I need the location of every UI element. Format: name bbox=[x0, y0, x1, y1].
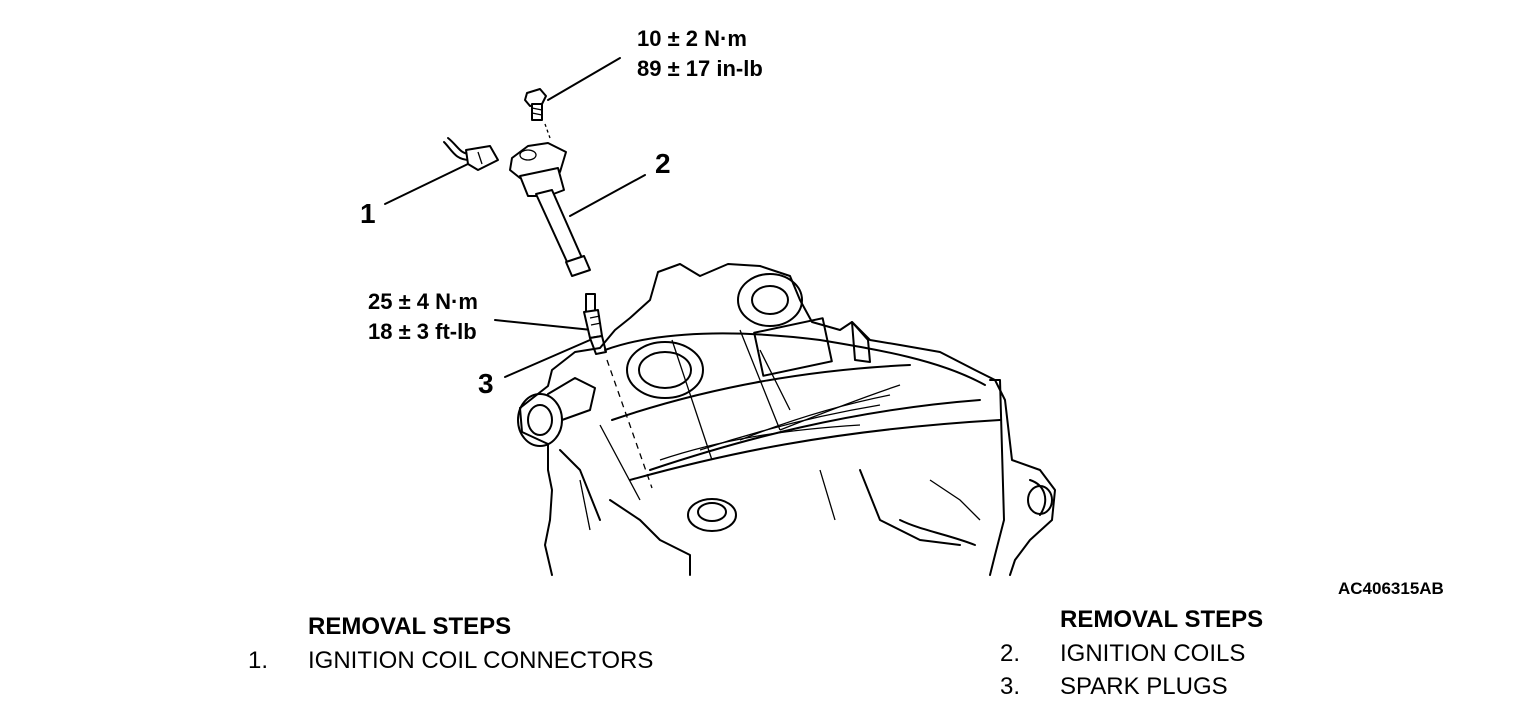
engine-block bbox=[517, 263, 1056, 576]
callout-2: 2 bbox=[655, 148, 671, 179]
figure-id: AC406315AB bbox=[1338, 579, 1444, 598]
torque-bolt-imperial: 89 ± 17 in-lb bbox=[637, 56, 763, 81]
engine-diagram bbox=[384, 57, 1056, 576]
coil-connector bbox=[443, 137, 499, 171]
removal-steps-heading: REMOVAL STEPS bbox=[308, 613, 512, 640]
removal-steps-heading: REMOVAL STEPS bbox=[1060, 606, 1264, 633]
step-number: 3. bbox=[1000, 673, 1021, 700]
torque-spark-plug-imperial: 18 ± 3 ft-lb bbox=[368, 319, 477, 344]
removal-step-item: 3. SPARK PLUGS bbox=[1000, 670, 1263, 703]
removal-step-item: 1. IGNITION COIL CONNECTORS bbox=[248, 644, 653, 677]
torque-spark-plug-metric: 25 ± 4 N·m bbox=[368, 289, 478, 314]
ignition-coil bbox=[509, 142, 591, 277]
removal-steps-left: REMOVAL STEPS 1. IGNITION COIL CONNECTORS bbox=[248, 610, 653, 677]
callout-3: 3 bbox=[478, 368, 494, 399]
removal-steps-right: REMOVAL STEPS 2. IGNITION COILS 3. SPARK P… bbox=[1000, 603, 1263, 703]
leader-lines bbox=[384, 57, 646, 378]
step-number: 2. bbox=[1000, 640, 1021, 667]
spark-plug bbox=[583, 293, 607, 355]
callout-1: 1 bbox=[360, 198, 376, 229]
step-label: IGNITION COIL CONNECTORS bbox=[308, 647, 654, 674]
removal-step-item: 2. IGNITION COILS bbox=[1000, 637, 1263, 670]
bolt bbox=[524, 88, 551, 139]
step-label: IGNITION COILS bbox=[1060, 640, 1246, 667]
step-number: 1. bbox=[248, 647, 269, 674]
torque-bolt-metric: 10 ± 2 N·m bbox=[637, 26, 747, 51]
torque-label-bolt: 10 ± 2 N·m 89 ± 17 in-lb bbox=[637, 24, 763, 84]
step-label: SPARK PLUGS bbox=[1060, 673, 1228, 700]
torque-label-spark-plug: 25 ± 4 N·m 18 ± 3 ft-lb bbox=[368, 287, 478, 347]
